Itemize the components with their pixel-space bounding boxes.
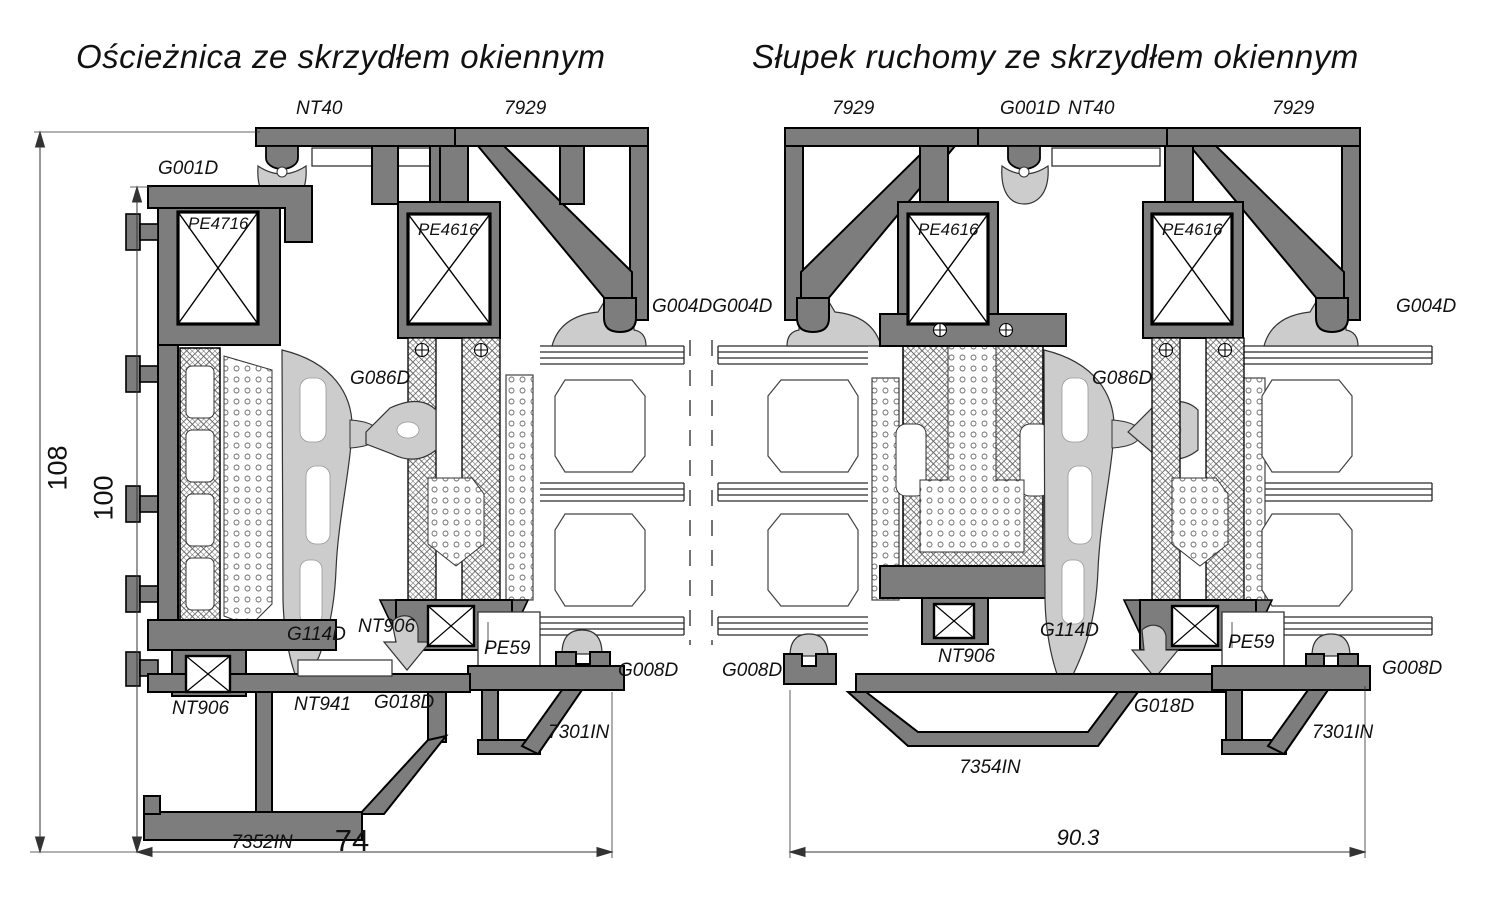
label-pe59: PE59 <box>1228 632 1275 653</box>
foam-strip <box>505 374 534 601</box>
label-g114d: G114D <box>287 624 346 645</box>
label-g018d: G018D <box>1134 696 1195 717</box>
foam-insert <box>919 345 1025 553</box>
label-g001d: G001D <box>158 158 219 179</box>
label-pe4616-right: PE4616 <box>1162 220 1223 239</box>
dimension-74: 74 <box>334 823 370 858</box>
label-g008d-left: G008D <box>722 660 783 681</box>
frame-profile <box>147 185 313 243</box>
gasket-g008d <box>789 633 829 657</box>
label-7929: 7929 <box>504 98 547 119</box>
section-mullion-with-sash <box>783 127 1371 756</box>
screw-symbols <box>414 322 1233 358</box>
foam-insert <box>1171 477 1229 567</box>
dimension-lines <box>30 130 1367 858</box>
gasket-g018d <box>1130 624 1180 679</box>
label-nt40: NT40 <box>1068 98 1115 119</box>
glass-spacers <box>505 374 1353 607</box>
euro-groove-flanges <box>125 213 159 687</box>
foam-insert <box>223 355 273 627</box>
profile-7301in <box>467 665 625 691</box>
label-g086d: G086D <box>1092 368 1153 389</box>
insert-nt941 <box>297 659 393 677</box>
section-title-right: Słupek ruchomy ze skrzydłem okiennym <box>752 38 1359 75</box>
label-g086d: G086D <box>350 368 411 389</box>
label-7929-left: 7929 <box>832 98 875 119</box>
clamp-g008d <box>783 653 837 685</box>
label-7929-right: 7929 <box>1272 98 1315 119</box>
gasket-g018d <box>382 615 432 671</box>
label-g018d: G018D <box>374 692 435 713</box>
dimension-100: 100 <box>88 475 119 521</box>
gasket-g008d <box>1311 633 1351 657</box>
label-pe4616: PE4616 <box>418 220 479 239</box>
head-profile <box>255 127 456 147</box>
foam-insert <box>427 477 485 567</box>
label-pe4716: PE4716 <box>188 214 249 233</box>
label-g008d: G008D <box>618 660 679 681</box>
label-nt941: NT941 <box>294 694 352 715</box>
label-7301in: 7301IN <box>548 722 610 743</box>
dimension-108: 108 <box>42 445 73 491</box>
label-nt40: NT40 <box>296 98 343 119</box>
glazing-units <box>540 340 1433 645</box>
label-g114d: G114D <box>1040 620 1099 641</box>
nt40-slot <box>1051 147 1161 167</box>
label-g001d: G001D <box>1000 98 1061 119</box>
glass-break-lines <box>689 340 713 645</box>
label-7301in: 7301IN <box>1312 722 1374 743</box>
section-title-left: Ościeżnica ze skrzydłem okiennym <box>76 38 606 75</box>
profile-7354in <box>855 673 1241 693</box>
thermal-insert-boxes <box>176 210 1234 694</box>
label-g004d: G004D <box>1396 296 1457 317</box>
label-nt906-frame: NT906 <box>172 698 230 719</box>
gasket-g008d <box>561 629 603 655</box>
label-7352in: 7352IN <box>231 832 293 853</box>
label-nt906-sash: NT906 <box>358 616 416 637</box>
label-pe4616-left: PE4616 <box>918 220 979 239</box>
label-pe59: PE59 <box>484 638 531 659</box>
label-g004d-pair: G004DG004D <box>652 296 773 317</box>
profile-7301in <box>1211 665 1371 691</box>
label-7354in: 7354IN <box>959 757 1021 778</box>
dimension-90-3: 90.3 <box>1056 825 1100 850</box>
label-g008d-right: G008D <box>1382 658 1443 679</box>
label-nt906: NT906 <box>938 646 996 667</box>
